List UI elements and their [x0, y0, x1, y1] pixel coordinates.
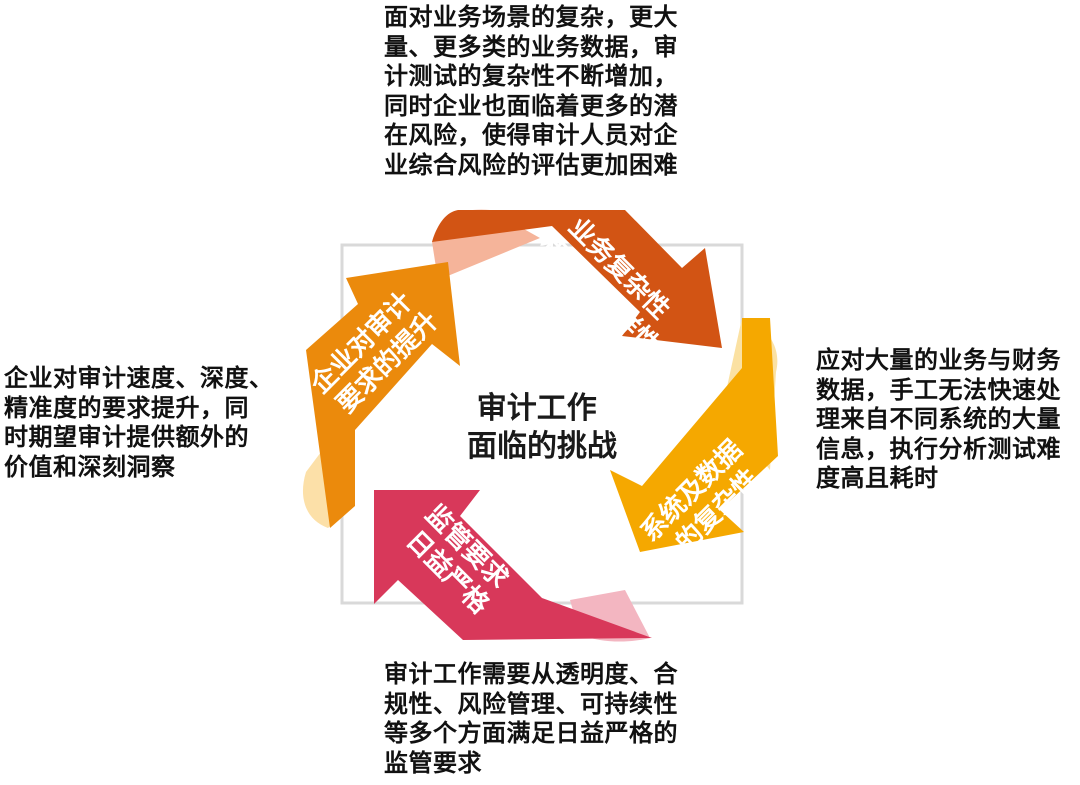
arrow-regulation — [374, 490, 652, 640]
regulation-description: 审计工作需要从透明度、合 规性、风险管理、可持续性 等多个方面满足日益严格的 监… — [384, 660, 678, 777]
center-title-line-2: 面临的挑战 — [467, 429, 617, 464]
system-complexity-description: 应对大量的业务与财务 数据，手工无法快速处 理来自不同系统的大量 信息，执行分析… — [816, 346, 1061, 492]
arrow-business — [432, 210, 722, 348]
arrow-enterprise — [306, 262, 460, 528]
business-complexity-description: 面对业务场景的复杂，更大 量、更多类的业务数据，审 计测试的复杂性不断增加， 同… — [384, 3, 678, 179]
center-title-line-1: 审计工作 — [477, 391, 597, 426]
enterprise-requirement-description: 企业对审计速度、深度、 精准度的要求提升，同 时期望审计提供额外的 价值和深刻洞… — [4, 364, 274, 481]
center-title: 审计工作 面临的挑战 — [467, 391, 617, 464]
arrow-system — [610, 318, 778, 552]
